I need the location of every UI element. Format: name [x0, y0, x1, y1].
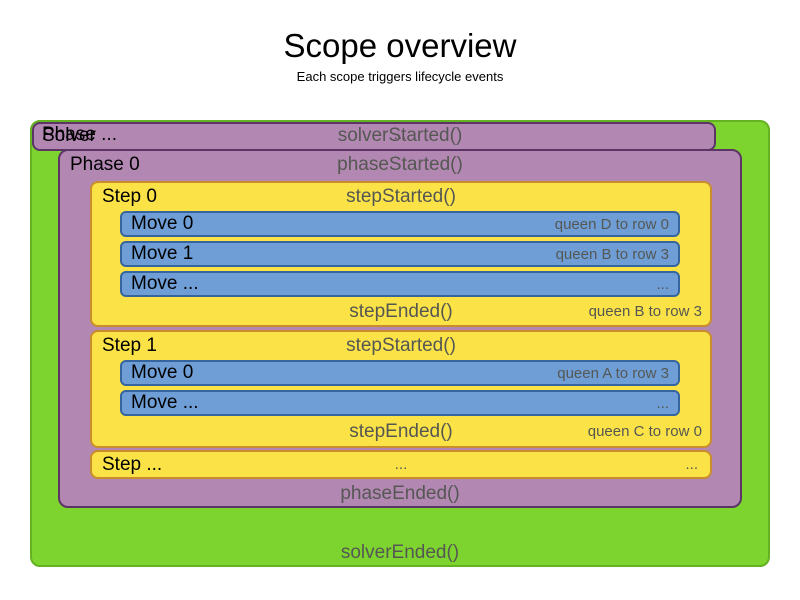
solver-scope-box: Solver solverStarted() Phase 0 phaseStar… [30, 120, 770, 567]
phase-more-label: Phase ... [42, 124, 117, 145]
phase-ended-event: phaseEnded() [340, 483, 460, 504]
step0-ended-note: queen B to row 3 [588, 303, 702, 320]
solver-ended-event: solverEnded() [340, 542, 460, 563]
step0-move1-bar: Move 1 queen B to row 3 [120, 241, 680, 267]
step-more-right-dots: ... [685, 456, 698, 473]
phase-more-bar: Phase ... ... [32, 122, 716, 151]
step0-scope-box: Step 0 stepStarted() Move 0 queen D to r… [90, 181, 712, 327]
phase-more-row: Phase ... ... [32, 123, 768, 147]
step1-move0-label: Move 0 [131, 362, 194, 383]
step1-ended-note: queen C to row 0 [587, 423, 702, 440]
phase0-header-row: Phase 0 phaseStarted() [60, 152, 740, 178]
step1-scope-box: Step 1 stepStarted() Move 0 queen A to r… [90, 330, 712, 448]
step1-move-more-note: ... [656, 394, 669, 412]
step0-move1-note: queen B to row 3 [555, 245, 669, 263]
step0-move0-note: queen D to row 0 [554, 215, 669, 233]
step0-move1-label: Move 1 [131, 243, 194, 264]
phase0-scope-box: Phase 0 phaseStarted() Step 0 stepStarte… [58, 149, 742, 508]
step-more-row: Step ... ... ... [92, 453, 710, 477]
step0-move-more-bar: Move ... ... [120, 271, 680, 297]
diagram-subtitle: Each scope triggers lifecycle events [296, 69, 504, 84]
step-more-label: Step ... [102, 454, 163, 475]
step0-footer-row: stepEnded() queen B to row 3 [92, 300, 710, 324]
phase-more-center-dots: ... [393, 126, 407, 143]
step-more-bar: Step ... ... ... [90, 450, 712, 479]
step0-started-event: stepStarted() [346, 186, 456, 207]
diagram-title: Scope overview [283, 27, 517, 64]
step1-label: Step 1 [102, 335, 157, 356]
phase-started-event: phaseStarted() [337, 154, 463, 175]
step1-header-row: Step 1 stepStarted() [92, 333, 710, 359]
step0-move0-label: Move 0 [131, 213, 194, 234]
step0-move-more-note: ... [656, 275, 669, 293]
step1-move0-bar: Move 0 queen A to row 3 [120, 360, 680, 386]
step1-move-more-bar: Move ... ... [120, 390, 680, 416]
step1-footer-row: stepEnded() queen C to row 0 [92, 420, 710, 444]
step0-ended-event: stepEnded() [349, 301, 453, 322]
step1-started-event: stepStarted() [346, 335, 456, 356]
step1-move0-note: queen A to row 3 [557, 364, 669, 382]
phase0-label: Phase 0 [70, 154, 140, 175]
step0-header-row: Step 0 stepStarted() [92, 184, 710, 210]
step-more-center-dots: ... [394, 456, 408, 473]
solver-footer-row: solverEnded() [32, 541, 768, 565]
step1-move-more-label: Move ... [131, 392, 199, 413]
step0-move-more-label: Move ... [131, 273, 199, 294]
step0-label: Step 0 [102, 186, 157, 207]
phase0-footer-row: phaseEnded() [60, 482, 740, 506]
solver-label: Solver [42, 125, 96, 146]
solver-started-event: solverStarted() [337, 125, 463, 146]
step0-move0-bar: Move 0 queen D to row 0 [120, 211, 680, 237]
solver-header-row: Solver solverStarted() [32, 123, 768, 149]
step1-ended-event: stepEnded() [349, 421, 453, 442]
